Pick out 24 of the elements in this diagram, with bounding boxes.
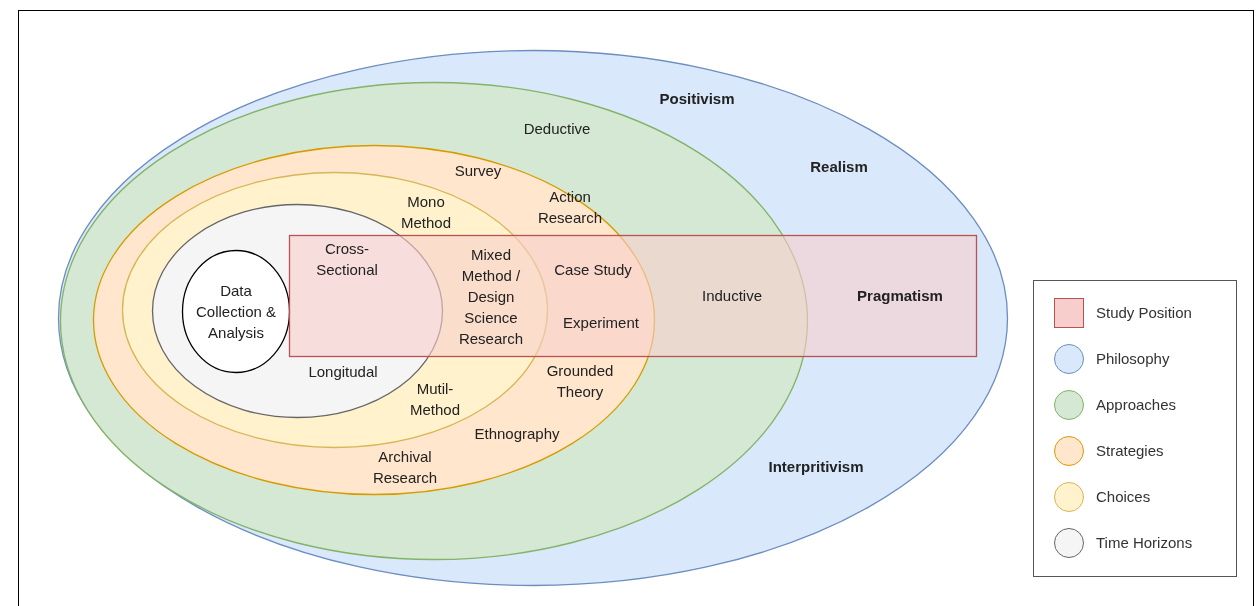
- layer-label: Mono Method: [399, 192, 452, 233]
- layer-label: Cross-Sectional: [315, 239, 379, 280]
- layer-label: Inductive: [702, 285, 762, 306]
- layer-label: Grounded Theory: [545, 361, 615, 402]
- layer-label: Case Study: [554, 259, 632, 280]
- layer-label: Mixed Method / Design Science Research: [457, 244, 525, 349]
- layer-label: Experiment: [563, 312, 639, 333]
- legend-label: Study Position: [1096, 303, 1192, 323]
- layer-label: Pragmatism: [857, 285, 943, 306]
- layer-label: Interpritivism: [768, 456, 864, 477]
- legend-label: Philosophy: [1096, 349, 1170, 369]
- layer-label: Positivism: [659, 88, 735, 109]
- layer-label: Mutil-Method: [408, 379, 461, 420]
- layer-label: Realism: [810, 156, 868, 177]
- layer-label: Ethnography: [474, 423, 560, 444]
- legend-label: Approaches: [1096, 395, 1177, 415]
- legend-label: Strategies: [1096, 441, 1164, 461]
- layer-label: Survey: [454, 160, 502, 181]
- legend-label: Choices: [1096, 487, 1151, 507]
- layer-label: Archival Research: [371, 447, 439, 488]
- layer-label: Longitudal: [308, 361, 378, 382]
- layer-label: Data Collection & Analysis: [194, 280, 277, 343]
- legend-label: Time Horizons: [1096, 533, 1193, 553]
- layer-label: Deductive: [523, 118, 591, 139]
